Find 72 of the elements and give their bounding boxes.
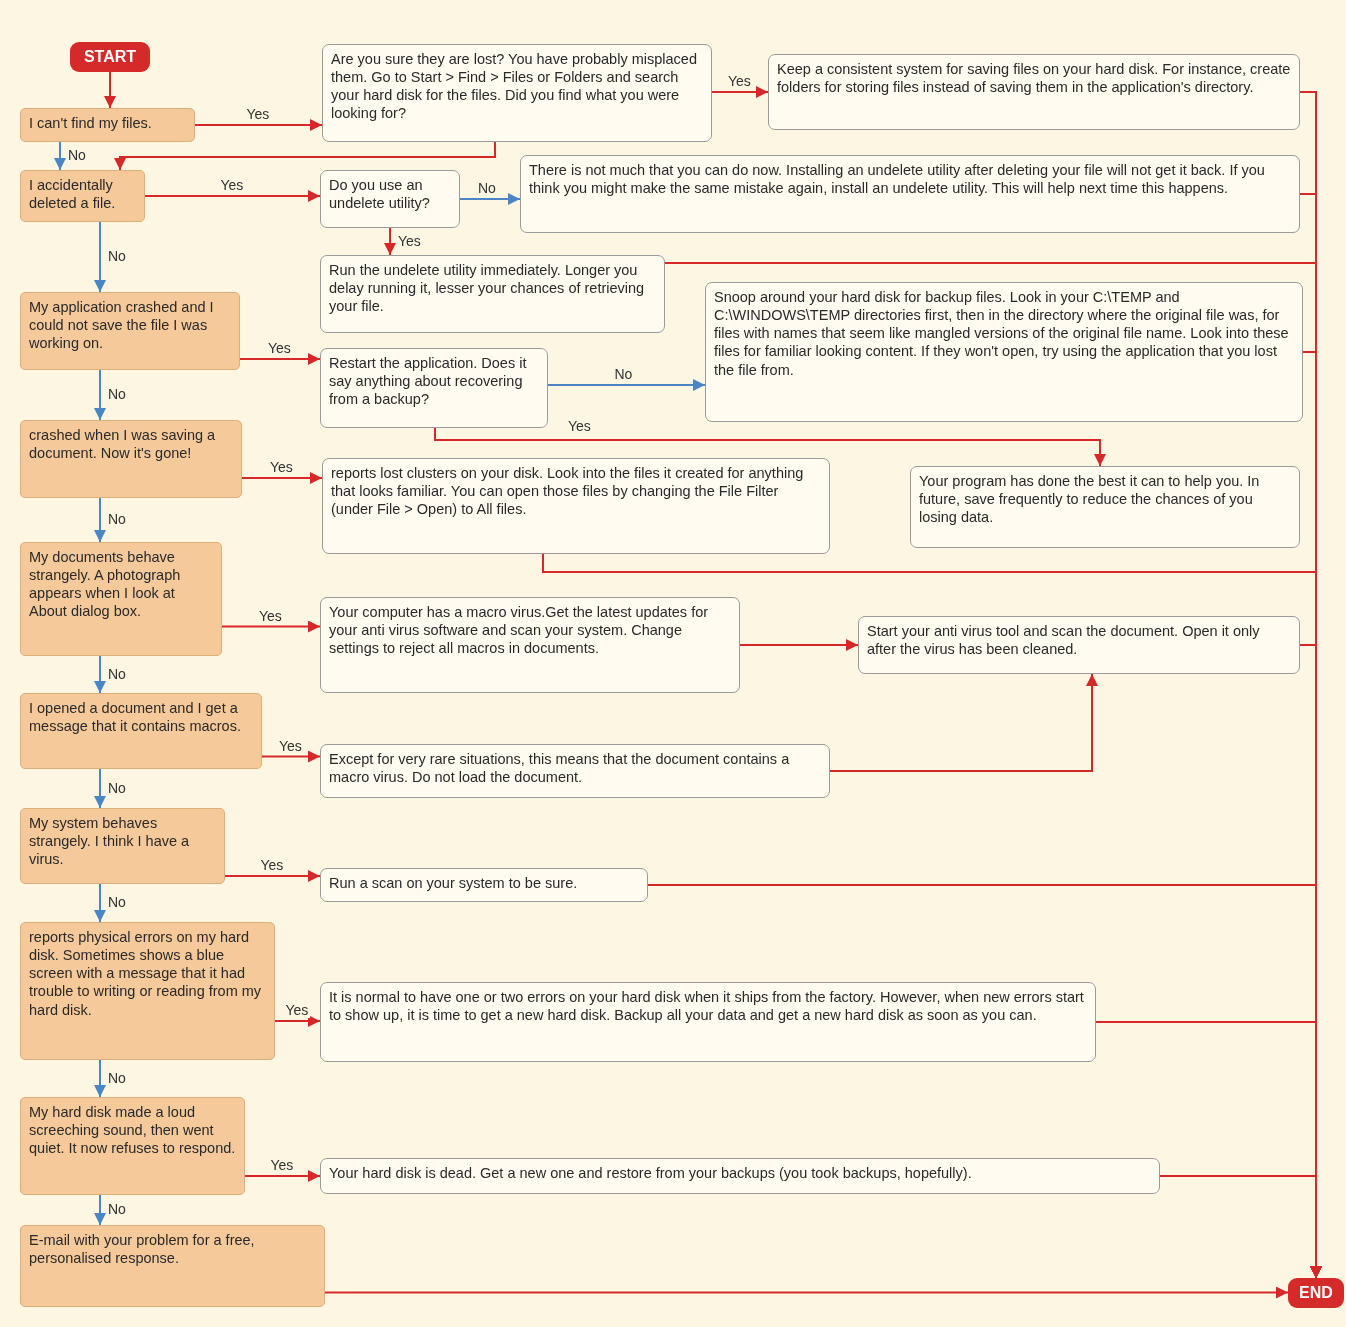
edge-label: No bbox=[106, 511, 128, 527]
edge-label: Yes bbox=[268, 459, 295, 475]
question-box: My application crashed and I could not save the file I was working on. bbox=[20, 292, 240, 370]
arrow bbox=[739, 639, 859, 651]
arrow bbox=[274, 1015, 321, 1027]
edge-label: Yes bbox=[283, 1002, 311, 1018]
arrow bbox=[94, 768, 106, 809]
edge-label: Yes bbox=[268, 1157, 296, 1173]
question-box: My documents behave strangely. A photograph appears when I look at About dialog box. bbox=[20, 542, 222, 656]
question-box: I accidentally deleted a file. bbox=[20, 170, 145, 222]
arrow bbox=[114, 141, 496, 171]
answer-box: Keep a consistent system for saving files on your hard disk. For instance, create folders for storing files instead of saving them in the application's directory. bbox=[768, 54, 1300, 130]
edge-label: Yes bbox=[566, 418, 593, 434]
arrow bbox=[547, 379, 706, 391]
question-box: I can't find my files. bbox=[20, 108, 195, 142]
arrow bbox=[94, 221, 106, 293]
arrow bbox=[434, 427, 1106, 467]
arrow bbox=[94, 655, 106, 694]
arrow bbox=[194, 119, 323, 131]
arrow bbox=[94, 1194, 106, 1226]
question-box: E-mail with your problem for a free, personalised response. bbox=[20, 1225, 325, 1307]
answer-box: There is not much that you can do now. Installing an undelete utility after deleting your file will not get it back. If you think you might make the same mistake again, install an undelete utility. This will help next time this happens. bbox=[520, 155, 1300, 233]
edge-label: No bbox=[66, 147, 88, 163]
answer-box: Are you sure they are lost? You have probably misplaced them. Go to Start > Find > Files or Folders and search your hard disk for the files. Did you find what you were looking for? bbox=[322, 44, 712, 142]
edge-label: No bbox=[612, 366, 635, 382]
answer-box: Run a scan on your system to be sure. bbox=[320, 868, 648, 902]
edge-label: Yes bbox=[244, 106, 272, 122]
question-box: reports physical errors on my hard disk. Sometimes shows a blue screen with a message that it had trouble to writing or reading from my hard disk. bbox=[20, 922, 275, 1060]
arrow bbox=[244, 1170, 321, 1182]
arrow bbox=[261, 750, 321, 763]
question-box: crashed when I was saving a document. Now it's gone! bbox=[20, 420, 242, 498]
arrow bbox=[241, 472, 323, 484]
arrow bbox=[221, 620, 321, 633]
arrow bbox=[94, 369, 106, 421]
arrow bbox=[94, 497, 106, 543]
arrow bbox=[224, 870, 321, 882]
edge-label: No bbox=[106, 1201, 128, 1217]
terminal-box: END bbox=[1288, 1278, 1344, 1308]
arrow bbox=[324, 1286, 1289, 1299]
arrow bbox=[384, 227, 396, 256]
edge-label: Yes bbox=[266, 340, 293, 356]
edge-label: Yes bbox=[726, 73, 753, 89]
edge-label: No bbox=[476, 180, 498, 196]
answer-box: Your computer has a macro virus.Get the latest updates for your anti virus software and scan your system. Change settings to reject all macros in documents. bbox=[320, 597, 740, 693]
answer-box: reports lost clusters on your disk. Look into the files it created for anything that looks familiar. You can open those files by changing the File Filter (under File > Open) to All files. bbox=[322, 458, 830, 554]
answer-box: Do you use an undelete utility? bbox=[320, 170, 460, 228]
edge-label: No bbox=[106, 386, 128, 402]
edge-label: No bbox=[106, 894, 128, 910]
question-box: My hard disk made a loud screeching sound, then went quiet. It now refuses to respond. bbox=[20, 1097, 245, 1195]
question-box: My system behaves strangely. I think I have a virus. bbox=[20, 808, 225, 884]
arrow bbox=[54, 141, 66, 171]
answer-box: Restart the application. Does it say anything about recovering from a backup? bbox=[320, 348, 548, 428]
answer-box: It is normal to have one or two errors on your hard disk when it ships from the factory. However, when new errors start to show up, it is time to get a new hard disk. Backup all your data and get a new hard disk as soon as you can. bbox=[320, 982, 1096, 1062]
answer-box: Except for very rare situations, this means that the document contains a macro virus. Do not load the document. bbox=[320, 744, 830, 798]
arrow bbox=[94, 1059, 106, 1098]
arrow bbox=[104, 71, 116, 109]
terminal-box: START bbox=[70, 42, 150, 72]
answer-box: Start your anti virus tool and scan the document. Open it only after the virus has been cleaned. bbox=[858, 616, 1300, 674]
answer-box: Snoop around your hard disk for backup files. Look in your C:\TEMP and C:\WINDOWS\TEMP directories first, then in the directory where the original file was, for files with names that seem like mangled versions of the original file name. Look into these files for familiar looking content. If they won't open, try using the application that you lost the file from. bbox=[705, 282, 1303, 422]
answer-box: Your hard disk is dead. Get a new one and restore from your backups (you took backups, hopefully). bbox=[320, 1158, 1160, 1194]
arrow bbox=[239, 353, 321, 365]
arrow bbox=[459, 193, 521, 205]
answer-box: Your program has done the best it can to help you. In future, save frequently to reduce the chances of you losing data. bbox=[910, 466, 1300, 548]
edge-label: Yes bbox=[258, 857, 286, 873]
arrow bbox=[829, 673, 1098, 772]
arrow bbox=[144, 190, 321, 202]
edge-label: No bbox=[106, 248, 128, 264]
question-box: I opened a document and I get a message that it contains macros. bbox=[20, 693, 262, 769]
arrow bbox=[94, 883, 106, 923]
edge-label: Yes bbox=[218, 177, 246, 193]
answer-box: Run the undelete utility immediately. Longer you delay running it, lesser your chances of retrieving your file. bbox=[320, 255, 665, 333]
arrow bbox=[711, 86, 769, 98]
